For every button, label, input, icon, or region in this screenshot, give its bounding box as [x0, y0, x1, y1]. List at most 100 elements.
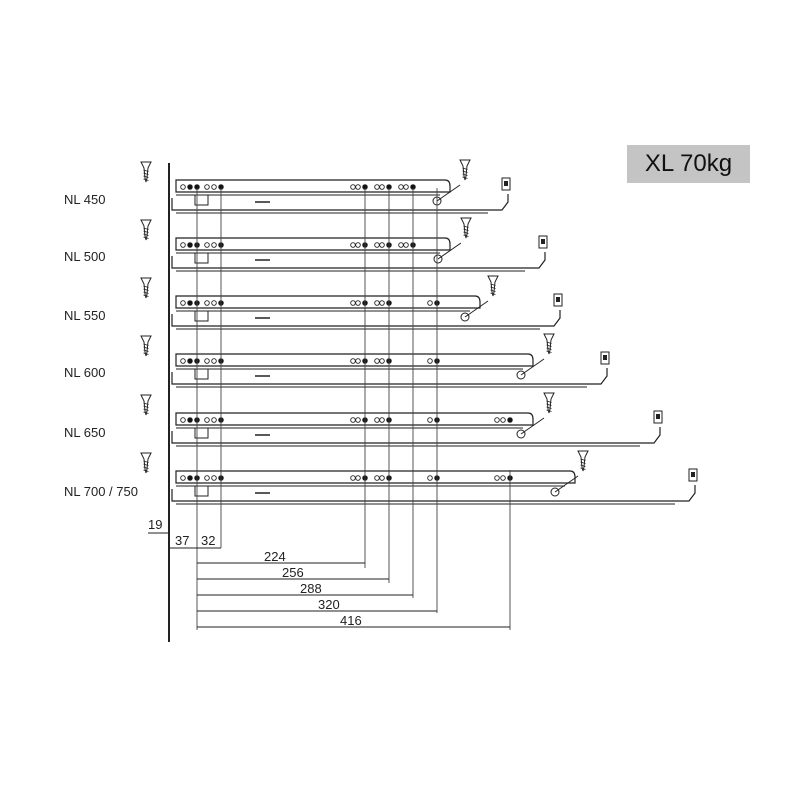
mounting-hole: [355, 242, 361, 248]
rail-body: [175, 237, 451, 251]
rail-group: [140, 159, 698, 505]
rear-screw-icon: [543, 392, 555, 414]
model-label-nl650: NL 650: [64, 425, 106, 440]
mounting-hole: [403, 184, 409, 190]
dim-224-label: 224: [264, 549, 286, 564]
front-bracket: [194, 252, 209, 264]
model-label-nl700-750: NL 700 / 750: [64, 484, 138, 499]
rail-runner: [171, 368, 608, 385]
mounting-hole: [180, 475, 186, 481]
mounting-hole: [398, 184, 404, 190]
mounting-hole: [211, 300, 217, 306]
mounting-hole: [211, 242, 217, 248]
mounting-hole: [398, 242, 404, 248]
front-bracket: [194, 427, 209, 439]
dim-288-label: 288: [300, 581, 322, 596]
mounting-hole: [374, 300, 380, 306]
mounting-hole: [187, 417, 193, 423]
mounting-hole: [204, 358, 210, 364]
mounting-hole: [379, 475, 385, 481]
front-bracket: [194, 194, 209, 206]
mounting-hole: [187, 184, 193, 190]
mounting-hole: [403, 242, 409, 248]
rail-runner: [171, 427, 661, 444]
rear-screw-icon: [577, 450, 589, 472]
model-label-nl550: NL 550: [64, 308, 106, 323]
rail-runner: [171, 252, 546, 269]
mounting-hole: [204, 242, 210, 248]
mounting-hole: [180, 358, 186, 364]
mounting-hole: [374, 242, 380, 248]
mounting-hole: [204, 417, 210, 423]
mounting-hole: [355, 417, 361, 423]
model-label-nl500: NL 500: [64, 249, 106, 264]
mounting-hole: [187, 358, 193, 364]
mounting-hole: [379, 184, 385, 190]
mounting-hole: [374, 184, 380, 190]
rail-runner: [171, 194, 509, 211]
mounting-hole: [374, 475, 380, 481]
mounting-hole: [204, 184, 210, 190]
mounting-hole: [355, 358, 361, 364]
dim-320-label: 320: [318, 597, 340, 612]
mounting-hole: [211, 184, 217, 190]
front-bracket: [194, 368, 209, 380]
mounting-hole: [355, 475, 361, 481]
mounting-hole: [180, 242, 186, 248]
mounting-hole: [494, 475, 500, 481]
mounting-hole: [350, 184, 356, 190]
dim-hole-pitch-label: 32: [201, 533, 215, 548]
mounting-hole: [204, 300, 210, 306]
mounting-hole: [427, 358, 433, 364]
rear-screw-icon: [543, 333, 555, 355]
reference-lines: [196, 188, 511, 630]
mounting-hole: [187, 242, 193, 248]
front-screw-icon: [140, 161, 152, 183]
front-screw-icon: [140, 277, 152, 299]
front-screw-icon: [140, 219, 152, 241]
mounting-hole: [204, 475, 210, 481]
front-screw-icon: [140, 394, 152, 416]
rear-screw-icon: [487, 275, 499, 297]
mounting-hole: [211, 417, 217, 423]
load-class-badge: XL 70kg: [627, 145, 750, 183]
mounting-hole: [350, 417, 356, 423]
rail-runner: [171, 485, 696, 502]
mounting-hole: [427, 475, 433, 481]
mounting-hole: [507, 417, 513, 423]
mounting-hole: [180, 300, 186, 306]
mounting-hole: [427, 300, 433, 306]
front-bracket: [194, 310, 209, 322]
mounting-hole: [494, 417, 500, 423]
model-label-nl450: NL 450: [64, 192, 106, 207]
mounting-hole: [355, 184, 361, 190]
mounting-hole: [350, 475, 356, 481]
dimension-labels: 19 37 32 224 256 288 320 416: [148, 517, 362, 628]
rail-body: [175, 179, 451, 193]
mounting-hole: [350, 242, 356, 248]
mounting-hole: [379, 358, 385, 364]
mounting-hole: [180, 184, 186, 190]
mounting-hole: [350, 358, 356, 364]
front-screw-icon: [140, 452, 152, 474]
model-label-nl600: NL 600: [64, 365, 106, 380]
mounting-hole: [180, 417, 186, 423]
mounting-hole: [355, 300, 361, 306]
mounting-hole: [379, 417, 385, 423]
dim-256-label: 256: [282, 565, 304, 580]
mounting-hole: [379, 300, 385, 306]
dim-first-hole-label: 37: [175, 533, 189, 548]
dim-setback-label: 19: [148, 517, 162, 532]
mounting-hole: [374, 417, 380, 423]
mounting-hole: [500, 417, 506, 423]
mounting-hole: [211, 475, 217, 481]
rear-screw-icon: [459, 159, 471, 181]
mounting-hole: [427, 417, 433, 423]
mounting-hole: [379, 242, 385, 248]
front-bracket: [194, 485, 209, 497]
mounting-hole: [211, 358, 217, 364]
dim-416-label: 416: [340, 613, 362, 628]
mounting-hole: [500, 475, 506, 481]
mounting-hole: [187, 475, 193, 481]
